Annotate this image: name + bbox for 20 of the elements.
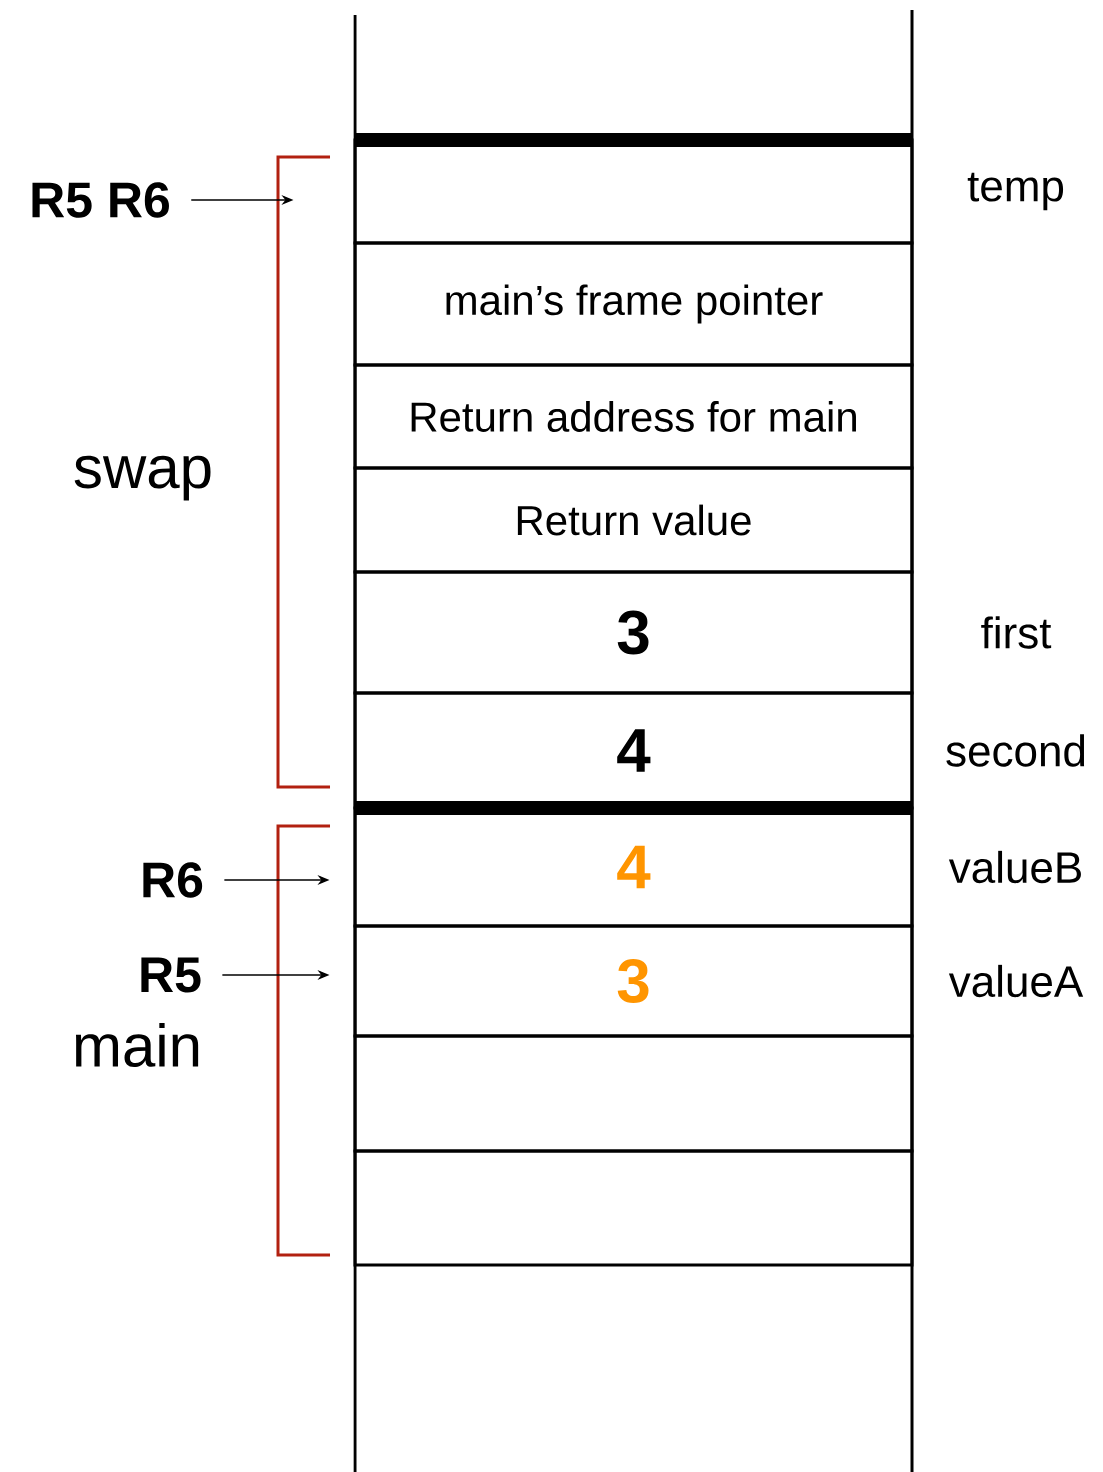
stack-cell: Return address for main	[353, 363, 914, 470]
stack-cell: main’s frame pointer	[353, 241, 914, 367]
frame-label: main	[75, 1023, 199, 1068]
variable-name: first	[981, 616, 1052, 649]
frame-label: swap	[74, 455, 211, 501]
register-label: R5	[141, 957, 201, 993]
stack-cell: 4	[353, 691, 914, 810]
stack-cell: 3	[353, 924, 914, 1038]
stack-cell: 4	[353, 806, 914, 928]
variable-name: temp	[967, 172, 1064, 211]
stack-cell	[353, 1034, 914, 1153]
variable-name: valueB	[948, 850, 1081, 884]
stack-cell	[353, 1149, 914, 1267]
stack-cell: 3	[353, 570, 914, 695]
register-label: R6	[143, 862, 203, 898]
variable-name: valueA	[948, 964, 1084, 998]
variable-name: second	[946, 734, 1085, 767]
stack-cell: Return value	[353, 466, 914, 574]
stack-cell	[353, 138, 914, 245]
register-label: R5 R6	[32, 182, 169, 218]
